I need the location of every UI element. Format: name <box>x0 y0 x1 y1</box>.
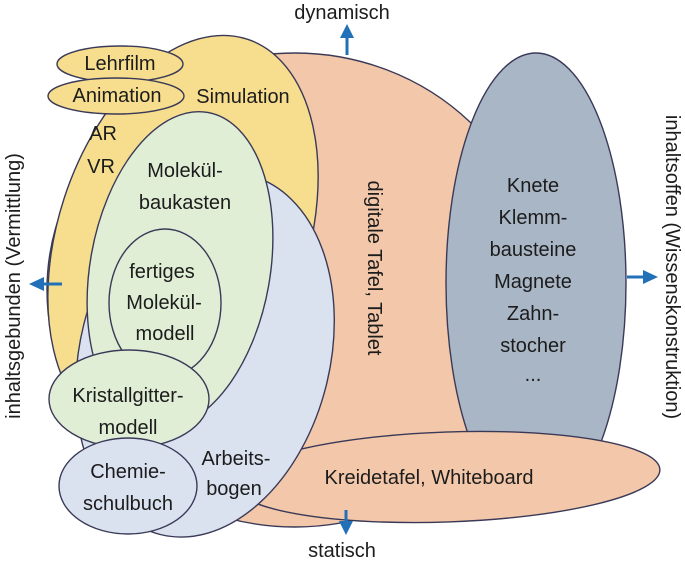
label-haptik-2: Klemm- <box>498 207 568 229</box>
label-animation: Animation <box>72 85 162 107</box>
ellipse-animation <box>47 77 185 115</box>
label-kristallgittermodell-1: Kristallgitter- <box>72 385 184 407</box>
ellipse-chemieschulbuch <box>58 437 198 535</box>
label-chemieschulbuch-1: Chemie- <box>90 461 166 483</box>
label-chemieschulbuch-2: schulbuch <box>82 493 174 515</box>
label-kristallgittermodell-2: modell <box>98 417 158 439</box>
label-molekuelbaukasten-1: Molekül- <box>147 160 223 182</box>
label-molekuelbaukasten-2: baukasten <box>138 192 232 214</box>
label-fertiges-molekuelmodell-3: modell <box>135 323 195 345</box>
label-haptik-5: Zahn- <box>506 303 560 325</box>
label-digitale-tafel: digitale Tafel, Tablet <box>363 180 385 356</box>
axis-arrow-down <box>339 510 353 535</box>
label-lehrfilm: Lehrfilm <box>84 53 156 75</box>
axis-arrow-up <box>340 24 354 55</box>
label-haptik-3: bausteine <box>489 239 577 261</box>
label-arbeitsbogen-1: Arbeits- <box>201 448 271 470</box>
axis-label-inhaltsoffen: inhaltsoffen (Wissenskonstruktion) <box>661 114 683 420</box>
label-haptik-1: Knete <box>506 175 560 197</box>
label-kreidetafel: Kreidetafel, Whiteboard <box>324 467 534 489</box>
axis-label-dynamisch: dynamisch <box>294 2 390 24</box>
label-simulation: Simulation <box>196 86 290 108</box>
axis-arrow-right <box>627 270 658 284</box>
label-haptik-7: ... <box>524 364 542 386</box>
label-haptik-4: Magnete <box>494 271 572 293</box>
axis-label-statisch: statisch <box>308 540 376 562</box>
label-haptik-6: stocher <box>500 335 566 357</box>
label-vr: VR <box>87 156 115 178</box>
axis-arrow-left <box>29 277 62 291</box>
label-fertiges-molekuelmodell-2: Molekül- <box>126 292 202 314</box>
axis-label-inhaltsgebunden: inhaltsgebunden (Vermittlung) <box>3 153 25 419</box>
label-ar: AR <box>89 123 117 145</box>
label-fertiges-molekuelmodell-1: fertiges <box>129 261 195 283</box>
label-arbeitsbogen-2: bogen <box>206 478 262 500</box>
